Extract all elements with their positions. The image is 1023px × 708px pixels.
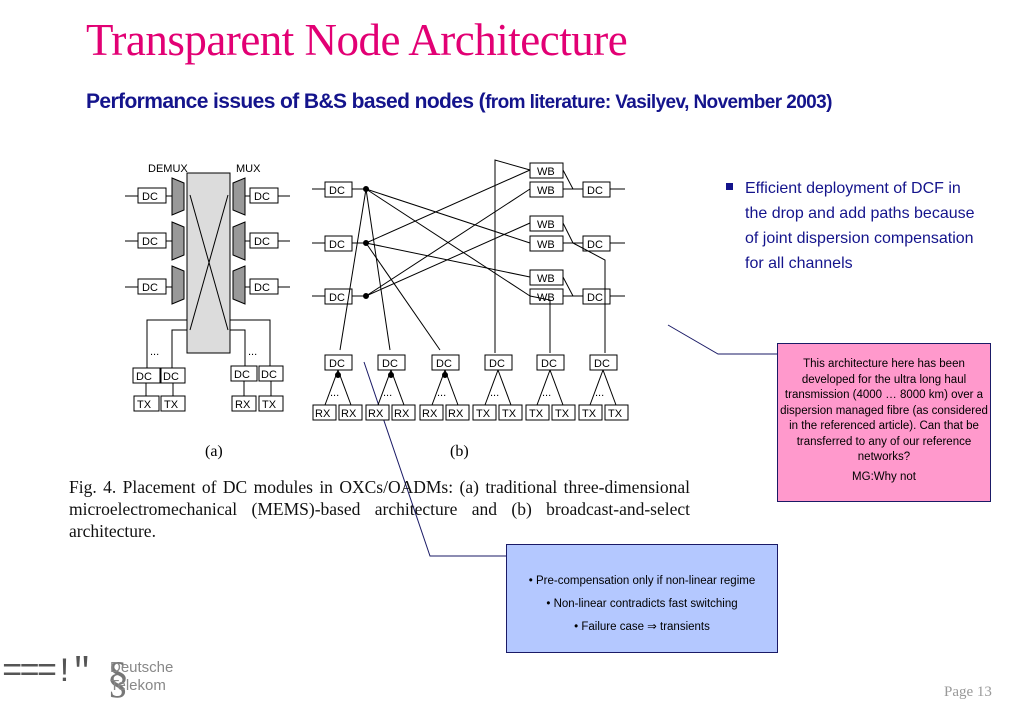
wb-label: WB — [537, 219, 555, 231]
page-label: Page — [944, 684, 974, 700]
figure-b-labels: DC DC DC WB WB WB WB WB WB DC DC DC DC D… — [315, 166, 623, 460]
pink-callout-connector — [667, 324, 777, 355]
mux-2 — [232, 221, 246, 261]
dc-label: DC — [329, 185, 345, 197]
tx-label: TX — [582, 408, 597, 420]
wb-label: WB — [537, 239, 555, 251]
tx-label: TX — [529, 408, 544, 420]
telekom-logo-mark: § — [107, 653, 129, 702]
dc-label: DC — [142, 191, 158, 203]
tx-label: TX — [137, 399, 152, 411]
dc-label: DC — [436, 358, 452, 370]
dc-label: DC — [261, 369, 277, 381]
ellipsis-label: ... — [437, 387, 446, 399]
wb-label: WB — [537, 166, 555, 178]
bullet-text: Efficient deployment of DCF in the drop … — [745, 180, 975, 272]
demux-3 — [171, 265, 185, 305]
slide-title: Transparent Node Architecture — [86, 15, 628, 65]
dc-label: DC — [254, 191, 270, 203]
bullet-item: Efficient deployment of DCF in the drop … — [726, 176, 986, 276]
subtitle-main: Performance issues of B&S based nodes ( — [86, 90, 486, 113]
demux-label: DEMUX — [148, 163, 188, 175]
ellipsis-label: ... — [542, 387, 551, 399]
tx-label: TX — [502, 408, 517, 420]
note-item: • Non-linear contradicts fast switching — [546, 598, 738, 610]
dc-label: DC — [163, 371, 179, 383]
slide-subtitle: Performance issues of B&S based nodes (f… — [86, 89, 832, 115]
dc-label: DC — [254, 236, 270, 248]
rx-label: RX — [235, 399, 251, 411]
page-value: 13 — [976, 684, 992, 700]
figure-a — [125, 172, 290, 412]
note-item: • Failure case ⇒ transients — [574, 621, 710, 633]
demux-1 — [171, 177, 185, 216]
dc-label: DC — [382, 358, 398, 370]
comment-text: This architecture here has been develope… — [780, 358, 988, 463]
dc-label: DC — [587, 292, 603, 304]
subtitle-reference: from literature: Vasilyev, November 2003… — [485, 92, 832, 113]
comment-note-blue: • Pre-compensation only if non-linear re… — [506, 544, 778, 653]
bullet-square-icon — [726, 183, 733, 190]
telekom-logo-dots: ===!" — [2, 654, 92, 692]
tx-label: TX — [608, 408, 623, 420]
dc-label: DC — [142, 236, 158, 248]
page-number: Page 13 — [944, 684, 992, 701]
logo-line-2: Telekom — [110, 677, 166, 694]
rx-label: RX — [341, 408, 357, 420]
logo-line-1: Deutsche — [110, 659, 174, 676]
telekom-logo-text: Deutsche Telekom — [110, 659, 173, 695]
demux-2 — [171, 221, 185, 261]
figure-a-label: (a) — [205, 443, 223, 460]
rx-label: RX — [448, 408, 464, 420]
dc-label: DC — [136, 371, 152, 383]
figure-caption: Fig. 4. Placement of DC modules in OXCs/… — [69, 477, 690, 541]
dc-label: DC — [587, 185, 603, 197]
note-item: • Pre-compensation only if non-linear re… — [528, 575, 756, 587]
comment-signature: MG:Why not — [852, 470, 916, 483]
ellipsis-label: ... — [248, 346, 257, 358]
ellipsis-label: ... — [595, 387, 604, 399]
rx-label: RX — [422, 408, 438, 420]
comment-note-pink: This architecture here has been develope… — [777, 343, 991, 502]
wb-label: WB — [537, 292, 555, 304]
dc-label: DC — [329, 292, 345, 304]
blue-callout-connector — [363, 361, 506, 557]
dc-label: DC — [587, 239, 603, 251]
tx-label: TX — [164, 399, 179, 411]
mux-label: MUX — [236, 163, 261, 175]
mux-3 — [232, 265, 246, 305]
dc-label: DC — [142, 282, 158, 294]
figure-b — [312, 159, 629, 421]
tx-label: TX — [476, 408, 491, 420]
figure-b-label: (b) — [450, 443, 469, 460]
dc-label: DC — [541, 358, 557, 370]
wb-label: WB — [537, 273, 555, 285]
rx-label: RX — [368, 408, 384, 420]
ellipsis-label: ... — [150, 346, 159, 358]
ellipsis-label: ... — [330, 387, 339, 399]
ellipsis-label: ... — [490, 387, 499, 399]
dc-label: DC — [594, 358, 610, 370]
figure-a-labels: DEMUX MUX DC DC DC DC DC DC ... ... DC D… — [136, 163, 277, 460]
tx-label: TX — [262, 399, 277, 411]
dc-label: DC — [254, 282, 270, 294]
dc-label: DC — [234, 369, 250, 381]
dc-label: DC — [329, 358, 345, 370]
wb-label: WB — [537, 185, 555, 197]
ellipsis-label: ... — [383, 387, 392, 399]
mux-1 — [232, 177, 246, 216]
dc-label: DC — [489, 358, 505, 370]
dc-label: DC — [329, 239, 345, 251]
rx-label: RX — [394, 408, 410, 420]
rx-label: RX — [315, 408, 331, 420]
tx-label: TX — [555, 408, 570, 420]
